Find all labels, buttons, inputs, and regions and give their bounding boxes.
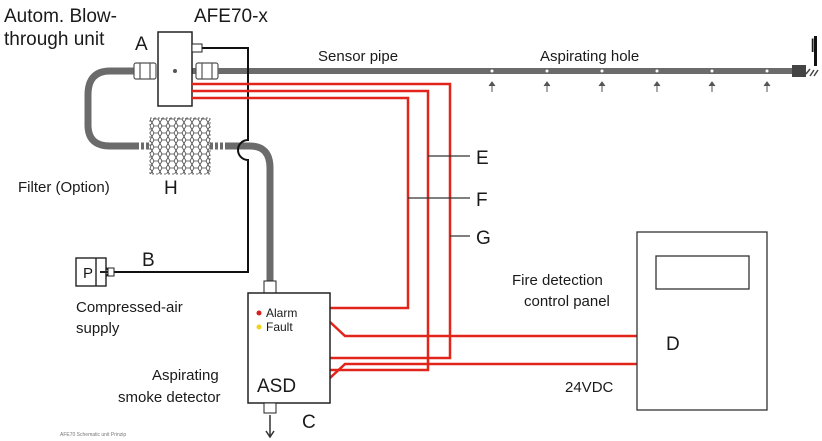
alarm-line-fdcp	[329, 321, 637, 338]
aspirating-holes	[489, 68, 770, 74]
compressed-air-label-1: Compressed-air	[76, 299, 183, 316]
up-arrow-icon	[653, 81, 661, 92]
alarm-label: Alarm	[266, 306, 297, 320]
asd-detector	[247, 292, 331, 404]
label-a: A	[135, 34, 148, 55]
signal-lines	[192, 82, 637, 379]
up-arrow-icon	[543, 81, 551, 92]
aspirating-hole	[544, 68, 550, 74]
bypass-pipe	[84, 67, 136, 150]
pipe-fittings	[133, 62, 219, 80]
asd-label: ASD	[257, 376, 296, 397]
compressed-air-line	[110, 47, 249, 273]
footnote: AFE70 Schematic unit Prinzip	[60, 432, 126, 438]
aspirating-hole	[654, 68, 660, 74]
voltage-label: 24VDC	[565, 379, 614, 396]
signal-line-e	[192, 89, 430, 372]
label-g: G	[476, 228, 491, 249]
fault-label: Fault	[266, 320, 293, 334]
air-flow-arrows	[488, 81, 771, 92]
label-f: F	[476, 190, 488, 211]
signal-line-g	[192, 82, 452, 360]
blow-through-label-2: through unit	[4, 29, 105, 50]
alarm-led	[256, 310, 262, 316]
fdcp-label-1: Fire detection	[512, 272, 603, 289]
label-d: D	[666, 334, 680, 355]
sensor-pipe	[190, 68, 802, 74]
asd-description-2: smoke detector	[118, 389, 221, 406]
aspirating-hole	[709, 68, 715, 74]
filter-mesh	[149, 117, 211, 175]
pipe-end-cap	[792, 36, 819, 77]
label-c: C	[302, 412, 316, 433]
compressed-air-label-2: supply	[76, 320, 120, 337]
aspirating-hole-label: Aspirating hole	[540, 48, 639, 65]
supply-line-fdcp	[329, 362, 637, 379]
exhaust-arrow-icon	[265, 415, 275, 439]
detector-pipe	[226, 142, 274, 282]
fault-led	[256, 324, 262, 330]
label-h: H	[164, 178, 178, 199]
aspirating-hole	[599, 68, 605, 74]
p-label: P	[83, 265, 93, 282]
label-b: B	[142, 250, 155, 271]
aspirating-hole	[489, 68, 495, 74]
sensor-pipe-label: Sensor pipe	[318, 48, 398, 65]
aspirating-hole	[764, 68, 770, 74]
label-e: E	[476, 148, 489, 169]
panel-display	[655, 255, 750, 290]
blow-through-label-1: Autom. Blow-	[4, 6, 117, 27]
up-arrow-icon	[708, 81, 716, 92]
up-arrow-icon	[763, 81, 771, 92]
asd-description-1: Aspirating	[152, 367, 219, 384]
signal-line-f	[192, 96, 410, 310]
label-i: I	[810, 36, 815, 57]
up-arrow-icon	[598, 81, 606, 92]
leader-lines	[408, 155, 470, 237]
up-arrow-icon	[488, 81, 496, 92]
filter-label: Filter (Option)	[18, 179, 110, 196]
fdcp-label-2: control panel	[524, 293, 610, 310]
afe70-label: AFE70-x	[194, 6, 268, 27]
